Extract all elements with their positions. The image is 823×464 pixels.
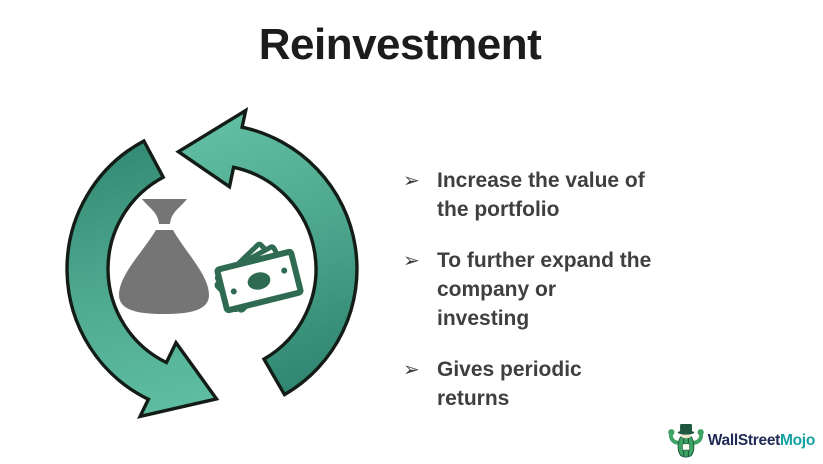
cash-icon: [214, 241, 304, 314]
arrow-bullet-icon: ➢: [403, 248, 420, 272]
brand-first: WallStreet: [707, 432, 781, 449]
bullet-text: Increase the value of the portfolio: [437, 169, 645, 221]
bullet-item: ➢ Gives periodic returns: [403, 355, 683, 413]
cycle-arrow-left: [65, 138, 220, 419]
cycle-arrows-graphic: [65, 106, 359, 419]
arrow-bullet-icon: ➢: [403, 357, 420, 381]
bullet-item: ➢ To further expand the company or inves…: [403, 246, 683, 333]
bullet-item: ➢ Increase the value of the portfolio: [403, 166, 683, 224]
brand-second: Mojo: [780, 432, 815, 449]
wallstreetmojo-mascot-icon: [667, 423, 704, 458]
money-bag-icon: [119, 199, 209, 314]
wallstreetmojo-logo: WallStreetMojo: [667, 420, 815, 462]
bullet-text: To further expand the company or investi…: [437, 249, 652, 330]
bullet-list: ➢ Increase the value of the portfolio ➢ …: [403, 166, 683, 435]
arrow-bullet-icon: ➢: [403, 168, 420, 192]
brand-wordmark: WallStreetMojo: [707, 421, 816, 461]
page-title: Reinvestment: [258, 20, 542, 69]
bullet-text: Gives periodic returns: [437, 358, 582, 410]
reinvestment-cycle-diagram: [52, 103, 372, 435]
cycle-arrow-right: [175, 106, 359, 397]
